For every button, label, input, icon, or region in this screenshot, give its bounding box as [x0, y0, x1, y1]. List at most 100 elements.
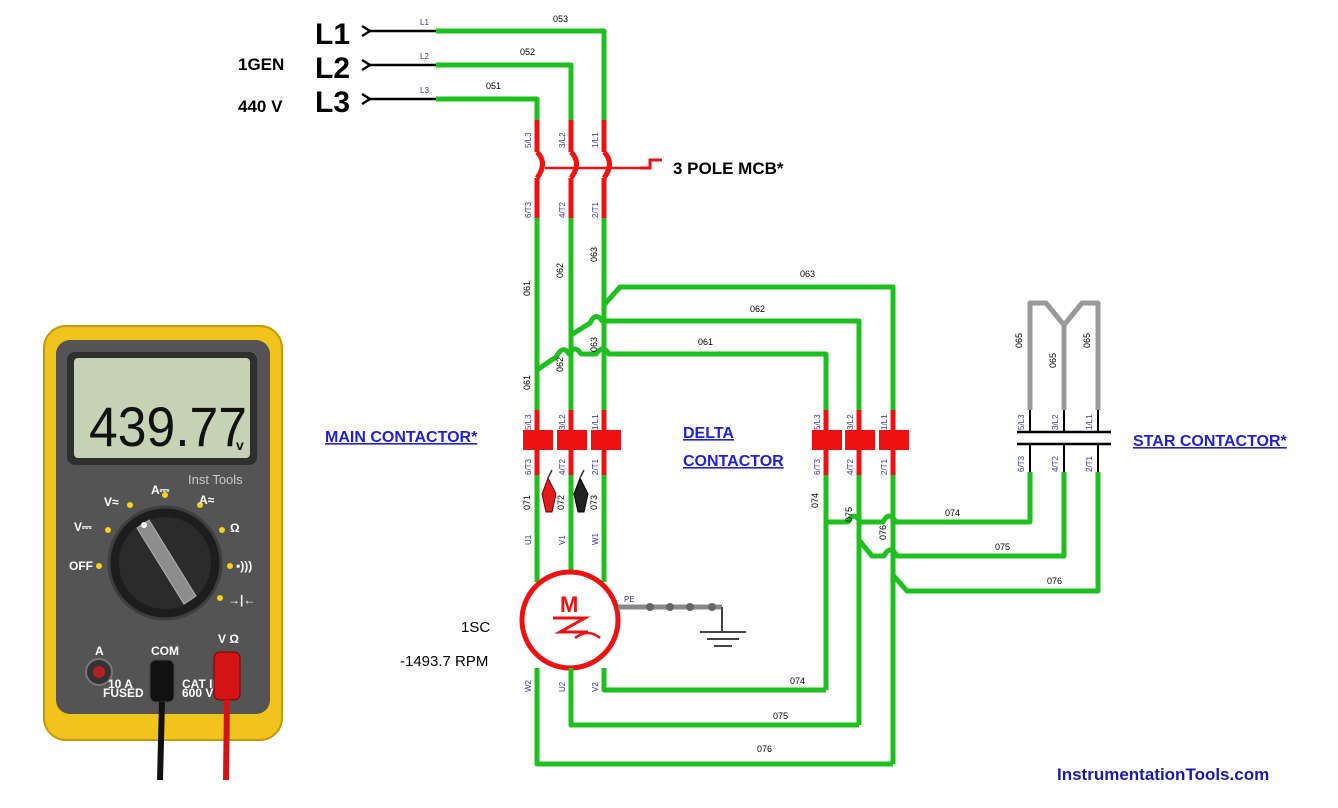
svg-text:1/L1: 1/L1 [880, 414, 889, 430]
delta-contactor-link[interactable]: DELTA [683, 425, 734, 442]
wire-052-label: 052 [520, 47, 535, 57]
svg-text:5/L3: 5/L3 [1017, 414, 1026, 430]
main-contactor: 5/L3 3/L2 1/L1 6/T3 4/T2 2/T1 MAIN CONTA… [325, 410, 621, 475]
svg-text:075: 075 [995, 542, 1010, 552]
main-contactor-link[interactable]: MAIN CONTACTOR* [325, 429, 478, 446]
line-l1-label: L1 [315, 18, 350, 51]
jack-com-label: COM [151, 644, 179, 658]
jack-v-label: V Ω [218, 632, 239, 646]
svg-text:3/L2: 3/L2 [1051, 414, 1060, 430]
svg-text:V1: V1 [558, 535, 567, 545]
wire-052 [436, 62, 574, 120]
svg-text:062: 062 [555, 263, 565, 278]
svg-text:5/L3: 5/L3 [524, 132, 533, 148]
svg-text:063: 063 [589, 247, 599, 262]
svg-text:074: 074 [790, 676, 805, 686]
motor-icon [519, 569, 621, 671]
motor-pe-tag: PE [624, 595, 635, 604]
svg-text:063: 063 [800, 269, 815, 279]
dial-ohm-label: Ω [230, 521, 240, 535]
wire-051 [436, 96, 540, 120]
svg-text:3/L2: 3/L2 [558, 132, 567, 148]
svg-text:1/L1: 1/L1 [1085, 414, 1094, 430]
svg-text:076: 076 [757, 744, 772, 754]
wire-061-delta [535, 346, 829, 410]
l2-tag: L2 [420, 52, 429, 61]
svg-text:074: 074 [945, 508, 960, 518]
svg-text:U1: U1 [524, 534, 533, 545]
wire-074-return [601, 668, 826, 693]
svg-text:075: 075 [844, 507, 854, 522]
l3-arrow-icon [361, 92, 373, 106]
motor: M 1SC -1493.7 RPM PE W2 U2 V2 [400, 569, 746, 692]
wires-071-073: 071 072 073 U1 V1 W1 [522, 475, 607, 582]
svg-text:4/T2: 4/T2 [1051, 455, 1060, 472]
svg-text:U2: U2 [558, 681, 567, 692]
delta-contactor: 5/L3 3/L2 1/L1 6/T3 4/T2 2/T1 DELTA CONT… [683, 410, 909, 475]
svg-text:5/L3: 5/L3 [813, 414, 822, 430]
three-pole-mcb: 3 POLE MCB* 5/L3 3/L2 1/L1 6/T3 4/T2 2/T… [524, 120, 784, 218]
svg-text:072: 072 [556, 495, 566, 510]
motor-name: 1SC [461, 619, 490, 636]
svg-text:061: 061 [522, 375, 532, 390]
wire-063-delta [602, 284, 896, 410]
svg-text:061: 061 [522, 281, 532, 296]
svg-text:6/T3: 6/T3 [524, 201, 533, 218]
svg-text:4/T2: 4/T2 [846, 458, 855, 475]
motor-speed: -1493.7 RPM [400, 653, 488, 670]
l3-tag: L3 [420, 86, 429, 95]
svg-text:075: 075 [773, 711, 788, 721]
svg-text:065: 065 [1082, 333, 1092, 348]
wire-075-return [568, 668, 859, 728]
svg-text:062: 062 [555, 357, 565, 372]
ground-icon [700, 631, 746, 647]
dial-vac-label: V≈ [104, 495, 119, 509]
jack-a-label: A [95, 644, 104, 658]
line-l2-label: L2 [315, 52, 350, 85]
svg-text:2/T1: 2/T1 [880, 458, 889, 475]
svg-text:062: 062 [750, 304, 765, 314]
svg-text:065: 065 [1048, 353, 1058, 368]
generator-name: 1GEN [238, 55, 284, 74]
wire-076-return [534, 668, 893, 767]
svg-text:1/L1: 1/L1 [591, 414, 600, 430]
svg-text:065: 065 [1014, 333, 1024, 348]
svg-text:2/T1: 2/T1 [1085, 455, 1094, 472]
dial-off-label: OFF [69, 559, 93, 573]
dial-sound-icon: •))) [236, 559, 252, 573]
com-probe-plug[interactable] [149, 659, 175, 703]
star-contactor-link[interactable]: STAR CONTACTOR* [1133, 433, 1288, 450]
jack-a[interactable] [93, 666, 105, 678]
svg-text:071: 071 [522, 495, 532, 510]
dial-aac-label: A≈ [199, 493, 215, 507]
v-probe-lead [223, 699, 230, 781]
svg-text:W2: W2 [524, 679, 533, 692]
dial-adc-label: A⎓ [151, 483, 170, 497]
svg-text:3/L2: 3/L2 [846, 414, 855, 430]
dial-vdc-label: V⎓ [74, 520, 92, 534]
svg-text:063: 063 [589, 337, 599, 352]
return-wires: 074 075 076 [534, 668, 893, 767]
v-probe-plug[interactable] [213, 651, 241, 701]
wire-074-star [826, 472, 1033, 525]
fuse-amp-label: 10 A [108, 677, 133, 691]
l1-tag: L1 [420, 18, 429, 27]
wires-061-063: 061 062 063 061 062 063 063 062 061 [522, 218, 896, 410]
svg-text:6/T3: 6/T3 [524, 458, 533, 475]
svg-text:6/T3: 6/T3 [1017, 455, 1026, 472]
svg-text:W1: W1 [591, 532, 600, 545]
power-source: L1 L2 L3 1GEN 440 V L1 L2 L3 [238, 18, 436, 119]
svg-text:2/T1: 2/T1 [591, 201, 600, 218]
meter-probe-tips [541, 469, 589, 513]
com-probe-lead [157, 701, 165, 781]
l1-arrow-icon [361, 24, 373, 38]
line-l3-label: L3 [315, 86, 350, 119]
wire-075-star [857, 472, 1067, 559]
brand-footer: InstrumentationTools.com [1057, 765, 1269, 784]
delta-contactor-link-2[interactable]: CONTACTOR [683, 453, 784, 470]
meter-watermark: Inst Tools [188, 472, 243, 487]
svg-text:4/T2: 4/T2 [558, 201, 567, 218]
svg-text:6/T3: 6/T3 [813, 458, 822, 475]
multimeter: 439.77 v Inst Tools OFF V⎓ V≈ A⎓ A≈ Ω •)… [43, 325, 283, 781]
